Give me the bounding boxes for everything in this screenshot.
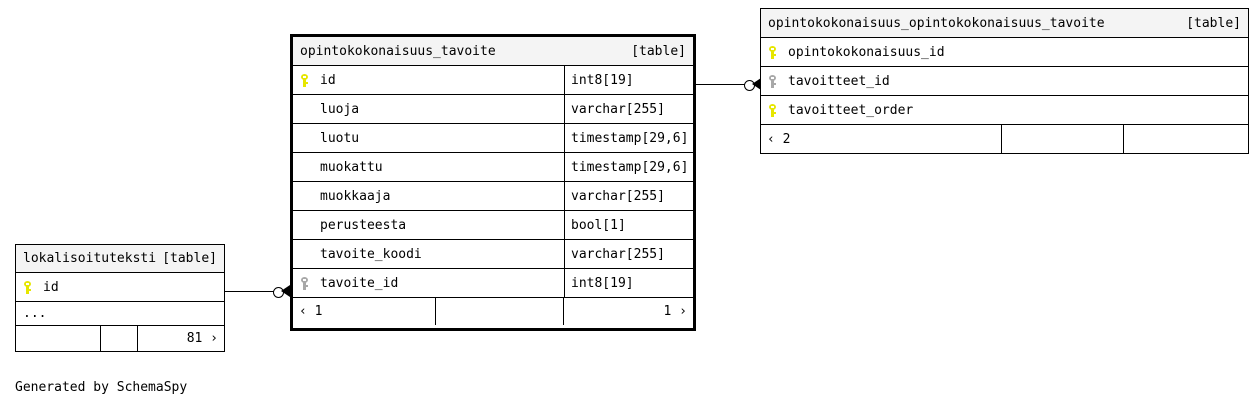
table-header: opintokokonaisuus_opintokokonaisuus_tavo…	[761, 9, 1248, 38]
column-name: tavoite_koodi	[320, 246, 422, 262]
primary-key-icon	[300, 73, 320, 87]
primary-key-icon	[23, 280, 43, 294]
column-cell: id	[16, 273, 224, 301]
column-name: luoja	[320, 101, 360, 117]
column-cell: ...	[16, 302, 224, 325]
column-cell: tavoite_koodi	[293, 240, 564, 268]
column-cell: id	[293, 66, 564, 94]
footer-middle-cell	[436, 298, 564, 325]
column-cell: opintokokonaisuus_id	[761, 38, 1248, 66]
column-type: timestamp[29,6]	[564, 153, 693, 181]
column-name: muokattu	[320, 159, 383, 175]
footer-middle-cell	[1002, 125, 1124, 153]
column-cell: muokkaaja	[293, 182, 564, 210]
column-type: varchar[255]	[564, 95, 693, 123]
table-name: lokalisoituteksti	[23, 251, 157, 266]
table-tag: [table]	[631, 43, 686, 59]
column-type: int8[19]	[564, 66, 693, 94]
table-row[interactable]: muokattu timestamp[29,6]	[293, 153, 693, 182]
table-footer: ‹ 2	[761, 125, 1248, 153]
table-header: lokalisoituteksti [table]	[16, 245, 224, 273]
foreign-key-icon	[768, 74, 788, 88]
column-type: varchar[255]	[564, 240, 693, 268]
column-name: id	[43, 279, 59, 295]
table-row[interactable]: id	[16, 273, 224, 302]
column-cell: luoja	[293, 95, 564, 123]
table-row[interactable]: tavoite_id int8[19]	[293, 269, 693, 298]
footer-left-count[interactable]: ‹ 2	[761, 125, 1002, 153]
footer-middle-cell	[101, 326, 138, 351]
table-name: opintokokonaisuus_tavoite	[300, 43, 496, 59]
footer-left-count[interactable]: ‹ 1	[293, 298, 436, 325]
table-row[interactable]: id int8[19]	[293, 66, 693, 95]
generated-by-caption: Generated by SchemaSpy	[15, 380, 188, 395]
column-name: tavoite_id	[320, 275, 399, 291]
column-type: int8[19]	[564, 269, 693, 297]
foreign-key-icon	[300, 276, 320, 290]
column-type: bool[1]	[564, 211, 693, 239]
column-cell: luotu	[293, 124, 564, 152]
primary-key-icon	[768, 45, 788, 59]
table-row[interactable]: muokkaaja varchar[255]	[293, 182, 693, 211]
table-footer: ‹ 1 1 ›	[293, 298, 693, 325]
table-tag: [table]	[162, 251, 217, 266]
column-name: luotu	[320, 130, 360, 146]
table-opintokokonaisuus-opintokokonaisuus-tavoite[interactable]: opintokokonaisuus_opintokokonaisuus_tavo…	[760, 8, 1249, 154]
table-footer: 81 ›	[16, 326, 224, 351]
column-name: perusteesta	[320, 217, 407, 233]
column-name: muokkaaja	[320, 188, 391, 204]
footer-right-count[interactable]: 1 ›	[663, 304, 687, 319]
table-row[interactable]: perusteesta bool[1]	[293, 211, 693, 240]
relationship-arrow-right	[752, 78, 761, 90]
relationship-line-left	[225, 291, 275, 292]
more-columns-ellipsis: ...	[23, 306, 47, 321]
table-row: ...	[16, 302, 224, 326]
table-row[interactable]: tavoite_koodi varchar[255]	[293, 240, 693, 269]
footer-left-count[interactable]	[16, 326, 101, 351]
table-row[interactable]: tavoitteet_order	[761, 96, 1248, 125]
column-type: timestamp[29,6]	[564, 124, 693, 152]
column-cell: tavoitteet_order	[761, 96, 1248, 124]
primary-key-icon	[768, 103, 788, 117]
column-type: varchar[255]	[564, 182, 693, 210]
column-name: opintokokonaisuus_id	[788, 44, 945, 60]
table-row[interactable]: luotu timestamp[29,6]	[293, 124, 693, 153]
table-opintokokonaisuus-tavoite[interactable]: opintokokonaisuus_tavoite [table] id int…	[290, 34, 696, 331]
relationship-arrow-left	[281, 285, 290, 297]
column-name: tavoitteet_order	[788, 102, 914, 118]
table-tag: [table]	[1186, 15, 1241, 31]
column-name: id	[320, 72, 336, 88]
column-name: tavoitteet_id	[788, 73, 890, 89]
table-name: opintokokonaisuus_opintokokonaisuus_tavo…	[768, 15, 1105, 31]
table-row[interactable]: opintokokonaisuus_id	[761, 38, 1248, 67]
column-cell: perusteesta	[293, 211, 564, 239]
table-header: opintokokonaisuus_tavoite [table]	[293, 37, 693, 66]
footer-right-count[interactable]: 81 ›	[186, 331, 218, 346]
column-cell: tavoitteet_id	[761, 67, 1248, 95]
relationship-line-right	[696, 84, 746, 85]
column-cell: muokattu	[293, 153, 564, 181]
table-row[interactable]: tavoitteet_id	[761, 67, 1248, 96]
column-cell: tavoite_id	[293, 269, 564, 297]
table-lokalisoituteksti[interactable]: lokalisoituteksti [table] id ... 81 ›	[15, 244, 225, 352]
table-row[interactable]: luoja varchar[255]	[293, 95, 693, 124]
footer-right-count[interactable]	[1124, 125, 1248, 153]
